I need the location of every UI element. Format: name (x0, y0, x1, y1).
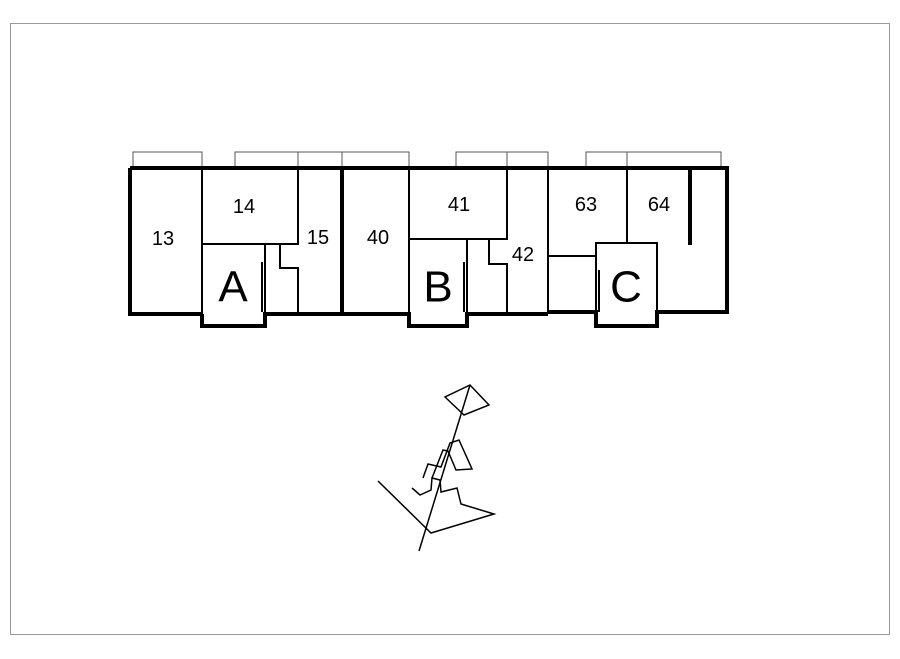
sheet-frame (10, 23, 890, 635)
interior-walls (201, 168, 658, 326)
stair-b-label: B (423, 263, 452, 312)
stair-a-label: A (218, 263, 248, 312)
stair-c-label: C (610, 263, 642, 312)
north-arrow-icon (377, 384, 497, 552)
unit-14-label: 14 (233, 196, 255, 218)
unit-41-label: 41 (448, 194, 470, 216)
unit-64-label: 64 (648, 194, 670, 216)
unit-15-label: 15 (307, 227, 329, 249)
unit-63-label: 63 (575, 194, 597, 216)
unit-40-label: 40 (367, 227, 389, 249)
unit-13-label: 13 (152, 228, 174, 250)
balconies (132, 151, 722, 168)
unit-42-label: 42 (512, 244, 534, 266)
